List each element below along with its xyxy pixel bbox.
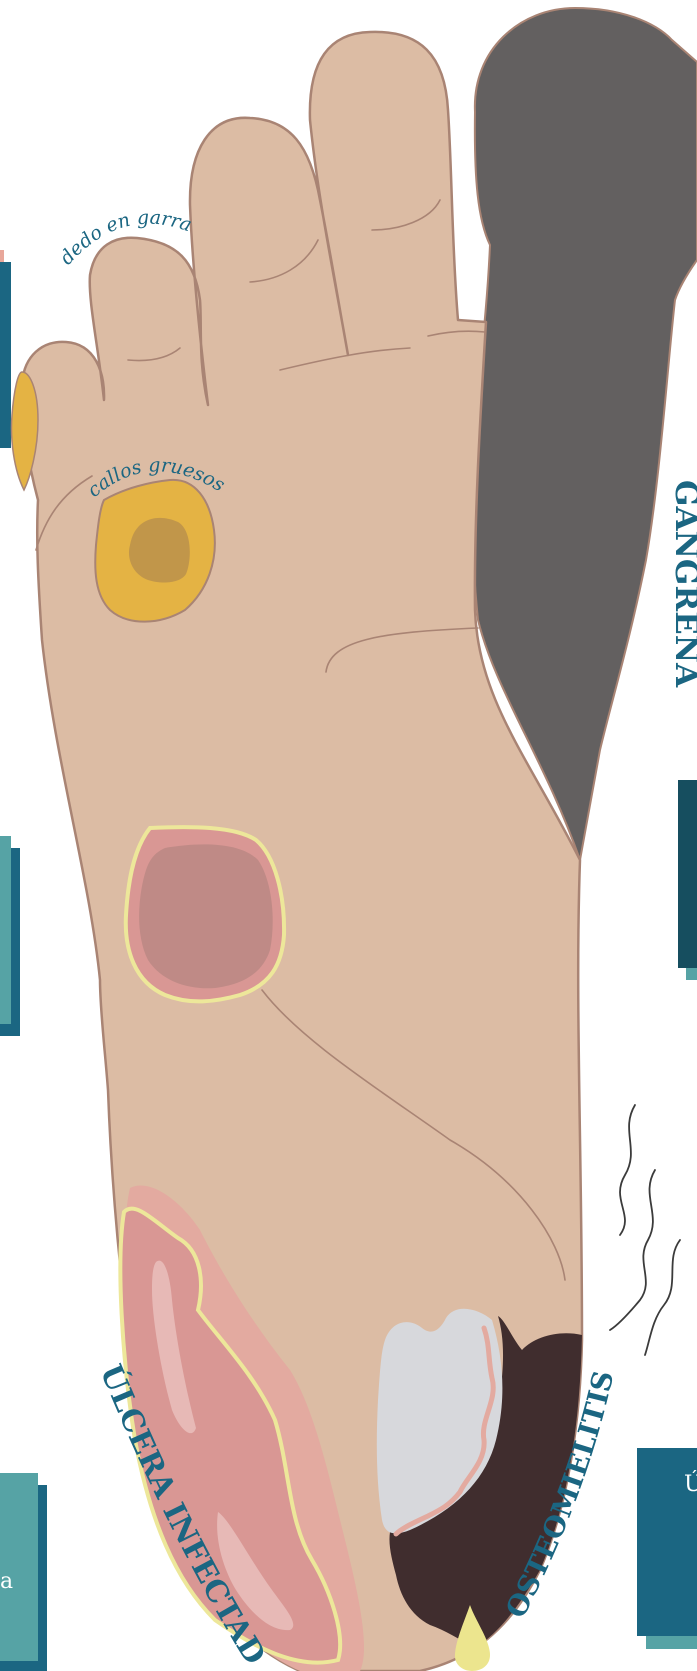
label-gangrene: GANGRENA (668, 480, 697, 688)
left-panel-bottom-text: a (0, 1569, 13, 1594)
right-side-panels: Ú (637, 780, 697, 1649)
left-panel-top (0, 262, 11, 448)
left-panel-bottom (0, 1473, 38, 1661)
callus-core (129, 518, 190, 583)
osteomyelitis (377, 1309, 582, 1648)
plantar-ulcer (126, 827, 284, 1001)
right-panel-top (678, 780, 697, 968)
left-panel-middle (0, 836, 11, 1024)
right-panel-bottom-text: Ú (684, 1470, 697, 1497)
odor-wavy-lines-icon (610, 1105, 680, 1355)
ulcer-bed (139, 844, 273, 988)
